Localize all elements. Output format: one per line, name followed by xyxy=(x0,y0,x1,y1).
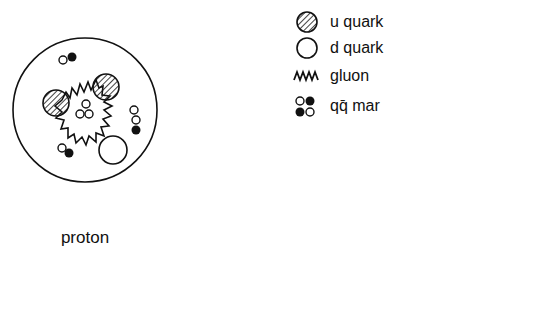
legend-sea-symbol xyxy=(306,108,314,116)
legend-label: gluon xyxy=(330,67,369,85)
sea-quark xyxy=(132,116,140,124)
sea-quark xyxy=(58,144,66,152)
legend-label: u quark xyxy=(330,13,383,31)
sea-quark xyxy=(76,110,84,118)
sea-antiquark xyxy=(65,149,74,158)
u-quark xyxy=(93,74,119,100)
legend-label: qq̄ mar xyxy=(330,97,380,115)
legend-sea-symbol xyxy=(296,108,305,117)
legend-u-symbol xyxy=(297,12,317,32)
u-quark xyxy=(43,90,69,116)
sea-antiquark xyxy=(82,100,90,108)
sea-antiquark xyxy=(68,53,77,62)
sea-quark xyxy=(130,106,138,114)
legend-d-symbol xyxy=(297,38,317,58)
legend-sea-symbol xyxy=(296,97,304,105)
sea-antiquark xyxy=(132,126,141,135)
particle-label: proton xyxy=(57,228,114,248)
sea-quark xyxy=(59,56,67,64)
legend-sea-symbol xyxy=(306,97,315,106)
sea-quark xyxy=(85,110,93,118)
legend-gluon-symbol xyxy=(294,72,318,80)
d-quark xyxy=(99,136,127,164)
legend-label: d quark xyxy=(330,39,383,57)
proton-outline xyxy=(13,38,157,182)
proton-node: proton xyxy=(57,228,114,248)
